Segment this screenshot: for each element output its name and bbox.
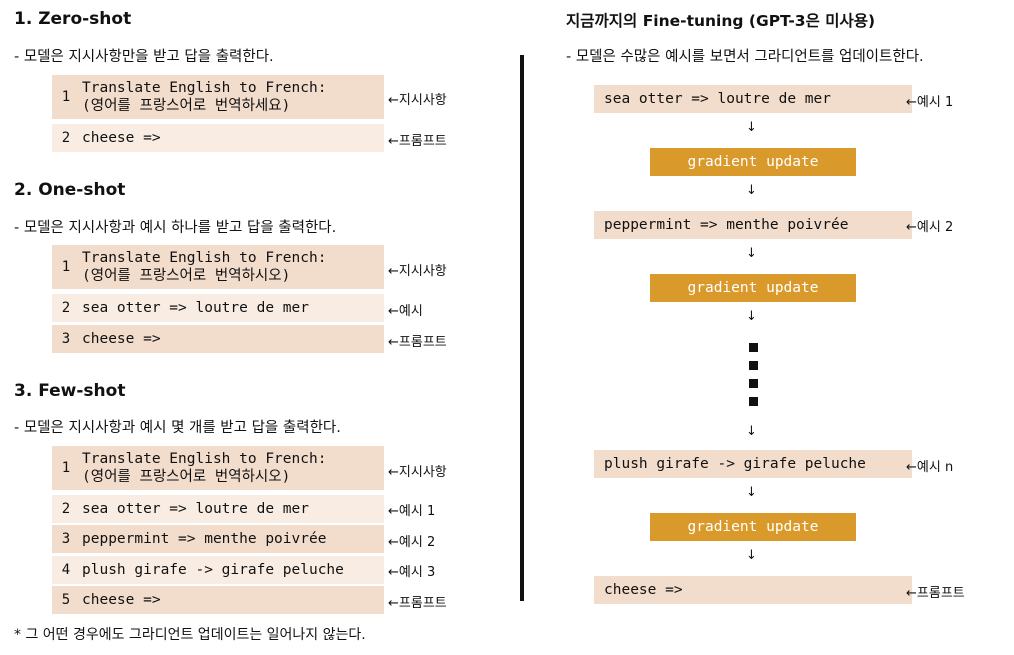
ellipsis-square-icon xyxy=(749,397,758,406)
few-shot-row-2: 2 sea otter => loutre de mer xyxy=(52,495,384,523)
section-divider xyxy=(520,55,524,601)
row-number: 2 xyxy=(61,130,71,146)
one-shot-description: - 모델은 지시사항과 예시 하나를 받고 답을 출력한다. xyxy=(14,220,337,236)
arrow-down-icon: ↓ xyxy=(746,424,757,439)
row-text: sea otter => loutre de mer xyxy=(82,501,309,517)
arrow-down-icon: ↓ xyxy=(746,309,757,324)
one-shot-tag-3: ←프롬프트 xyxy=(388,335,447,350)
fine-tuning-example-n: plush girafe -> girafe peluche xyxy=(594,450,912,478)
arrow-down-icon: ↓ xyxy=(746,548,757,563)
ellipsis-square-icon xyxy=(749,361,758,370)
arrow-down-icon: ↓ xyxy=(746,485,757,500)
arrow-down-icon: ↓ xyxy=(746,246,757,261)
zero-shot-description: - 모델은 지시사항만을 받고 답을 출력한다. xyxy=(14,49,274,65)
row-text: cheese => xyxy=(82,331,161,347)
one-shot-row-3: 3 cheese => xyxy=(52,325,384,353)
gradient-update-2: gradient update xyxy=(650,274,856,302)
ellipsis-square-icon xyxy=(749,343,758,352)
row-number: 4 xyxy=(61,562,71,578)
few-shot-row-1: 1 Translate English to French: (영어를 프랑스어… xyxy=(52,446,384,490)
gradient-update-1: gradient update xyxy=(650,148,856,176)
few-shot-tag-4: ←예시 3 xyxy=(388,565,436,580)
one-shot-tag-2: ←예시 xyxy=(388,304,423,319)
few-shot-row-4: 4 plush girafe -> girafe peluche xyxy=(52,556,384,584)
few-shot-tag-5: ←프롬프트 xyxy=(388,596,447,611)
one-shot-row-1: 1 Translate English to French: (영어를 프랑스어… xyxy=(52,245,384,289)
arrow-down-icon: ↓ xyxy=(746,183,757,198)
fine-tuning-tag-prompt: ←프롬프트 xyxy=(906,586,965,601)
zero-shot-tag-2: ←프롬프트 xyxy=(388,134,447,149)
one-shot-heading: 2. One-shot xyxy=(14,180,126,200)
fine-tuning-tag-2: ←예시 2 xyxy=(906,220,954,235)
row-text: Translate English to French: (영어를 프랑스어로 … xyxy=(82,80,327,114)
row-number: 2 xyxy=(61,501,71,517)
fine-tuning-description: - 모델은 수많은 예시를 보면서 그라디언트를 업데이트한다. xyxy=(566,49,924,65)
fine-tuning-example-1: sea otter => loutre de mer xyxy=(594,85,912,113)
row-number: 2 xyxy=(61,300,71,316)
zero-shot-row-2: 2 cheese => xyxy=(52,124,384,152)
few-shot-row-3: 3 peppermint => menthe poivrée xyxy=(52,525,384,553)
row-text: cheese => xyxy=(82,592,161,608)
row-number: 1 xyxy=(61,259,71,275)
row-text: cheese => xyxy=(82,130,161,146)
row-number: 3 xyxy=(61,331,71,347)
row-number: 3 xyxy=(61,531,71,547)
row-text: Translate English to French: (영어를 프랑스어로 … xyxy=(82,250,327,284)
few-shot-row-5: 5 cheese => xyxy=(52,586,384,614)
one-shot-row-2: 2 sea otter => loutre de mer xyxy=(52,294,384,322)
few-shot-tag-3: ←예시 2 xyxy=(388,535,436,550)
footnote: * 그 어떤 경우에도 그라디언트 업데이트는 일어나지 않는다. xyxy=(14,627,366,643)
arrow-down-icon: ↓ xyxy=(746,120,757,135)
ellipsis-square-icon xyxy=(749,379,758,388)
row-text: sea otter => loutre de mer xyxy=(82,300,309,316)
fine-tuning-example-2: peppermint => menthe poivrée xyxy=(594,211,912,239)
fine-tuning-prompt: cheese => xyxy=(594,576,912,604)
row-text: plush girafe -> girafe peluche xyxy=(82,562,344,578)
zero-shot-row-1: 1 Translate English to French: (영어를 프랑스어… xyxy=(52,75,384,119)
one-shot-tag-1: ←지시사항 xyxy=(388,264,447,279)
row-number: 5 xyxy=(61,592,71,608)
row-text: peppermint => menthe poivrée xyxy=(82,531,327,547)
zero-shot-tag-1: ←지시사항 xyxy=(388,93,447,108)
fine-tuning-heading: 지금까지의 Fine-tuning (GPT-3은 미사용) xyxy=(566,12,876,30)
few-shot-tag-1: ←지시사항 xyxy=(388,465,447,480)
fine-tuning-tag-n: ←예시 n xyxy=(906,460,954,475)
row-number: 1 xyxy=(61,460,71,476)
few-shot-tag-2: ←예시 1 xyxy=(388,504,436,519)
fine-tuning-tag-1: ←예시 1 xyxy=(906,95,954,110)
gradient-update-3: gradient update xyxy=(650,513,856,541)
few-shot-heading: 3. Few-shot xyxy=(14,381,126,401)
few-shot-description: - 모델은 지시사항과 예시 몇 개를 받고 답을 출력한다. xyxy=(14,420,341,436)
row-text: Translate English to French: (영어를 프랑스어로 … xyxy=(82,451,327,485)
row-number: 1 xyxy=(61,89,71,105)
zero-shot-heading: 1. Zero-shot xyxy=(14,9,132,29)
